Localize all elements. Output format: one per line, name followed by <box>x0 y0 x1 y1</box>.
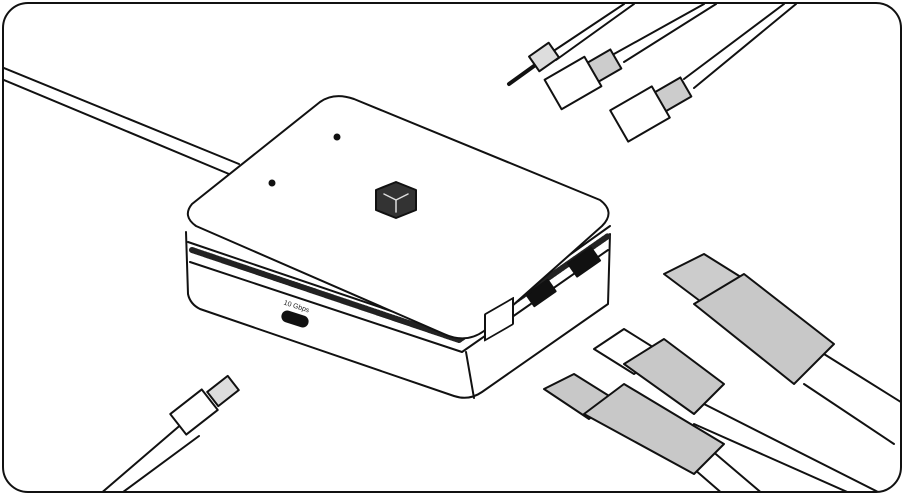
dock-illustration: 10 Gbps <box>4 4 900 491</box>
dock-body <box>185 95 611 399</box>
usb-c-cable <box>102 374 240 491</box>
usb-c-port <box>281 310 309 328</box>
usb-a-cable-1 <box>543 4 717 111</box>
displayport-cable <box>663 253 900 445</box>
usb-a-cable-2 <box>609 4 797 143</box>
vent-strip <box>189 233 611 343</box>
hdmi-port <box>525 278 557 308</box>
ethernet-port <box>484 296 514 342</box>
hdmi-cable <box>593 328 879 491</box>
status-led-2 <box>268 179 276 187</box>
status-led-1 <box>333 133 341 141</box>
ethernet-cable <box>543 373 761 491</box>
power-cable <box>4 67 240 175</box>
audio-jack-cable <box>507 4 635 86</box>
displayport-port <box>566 246 602 278</box>
logo-icon <box>375 181 417 219</box>
